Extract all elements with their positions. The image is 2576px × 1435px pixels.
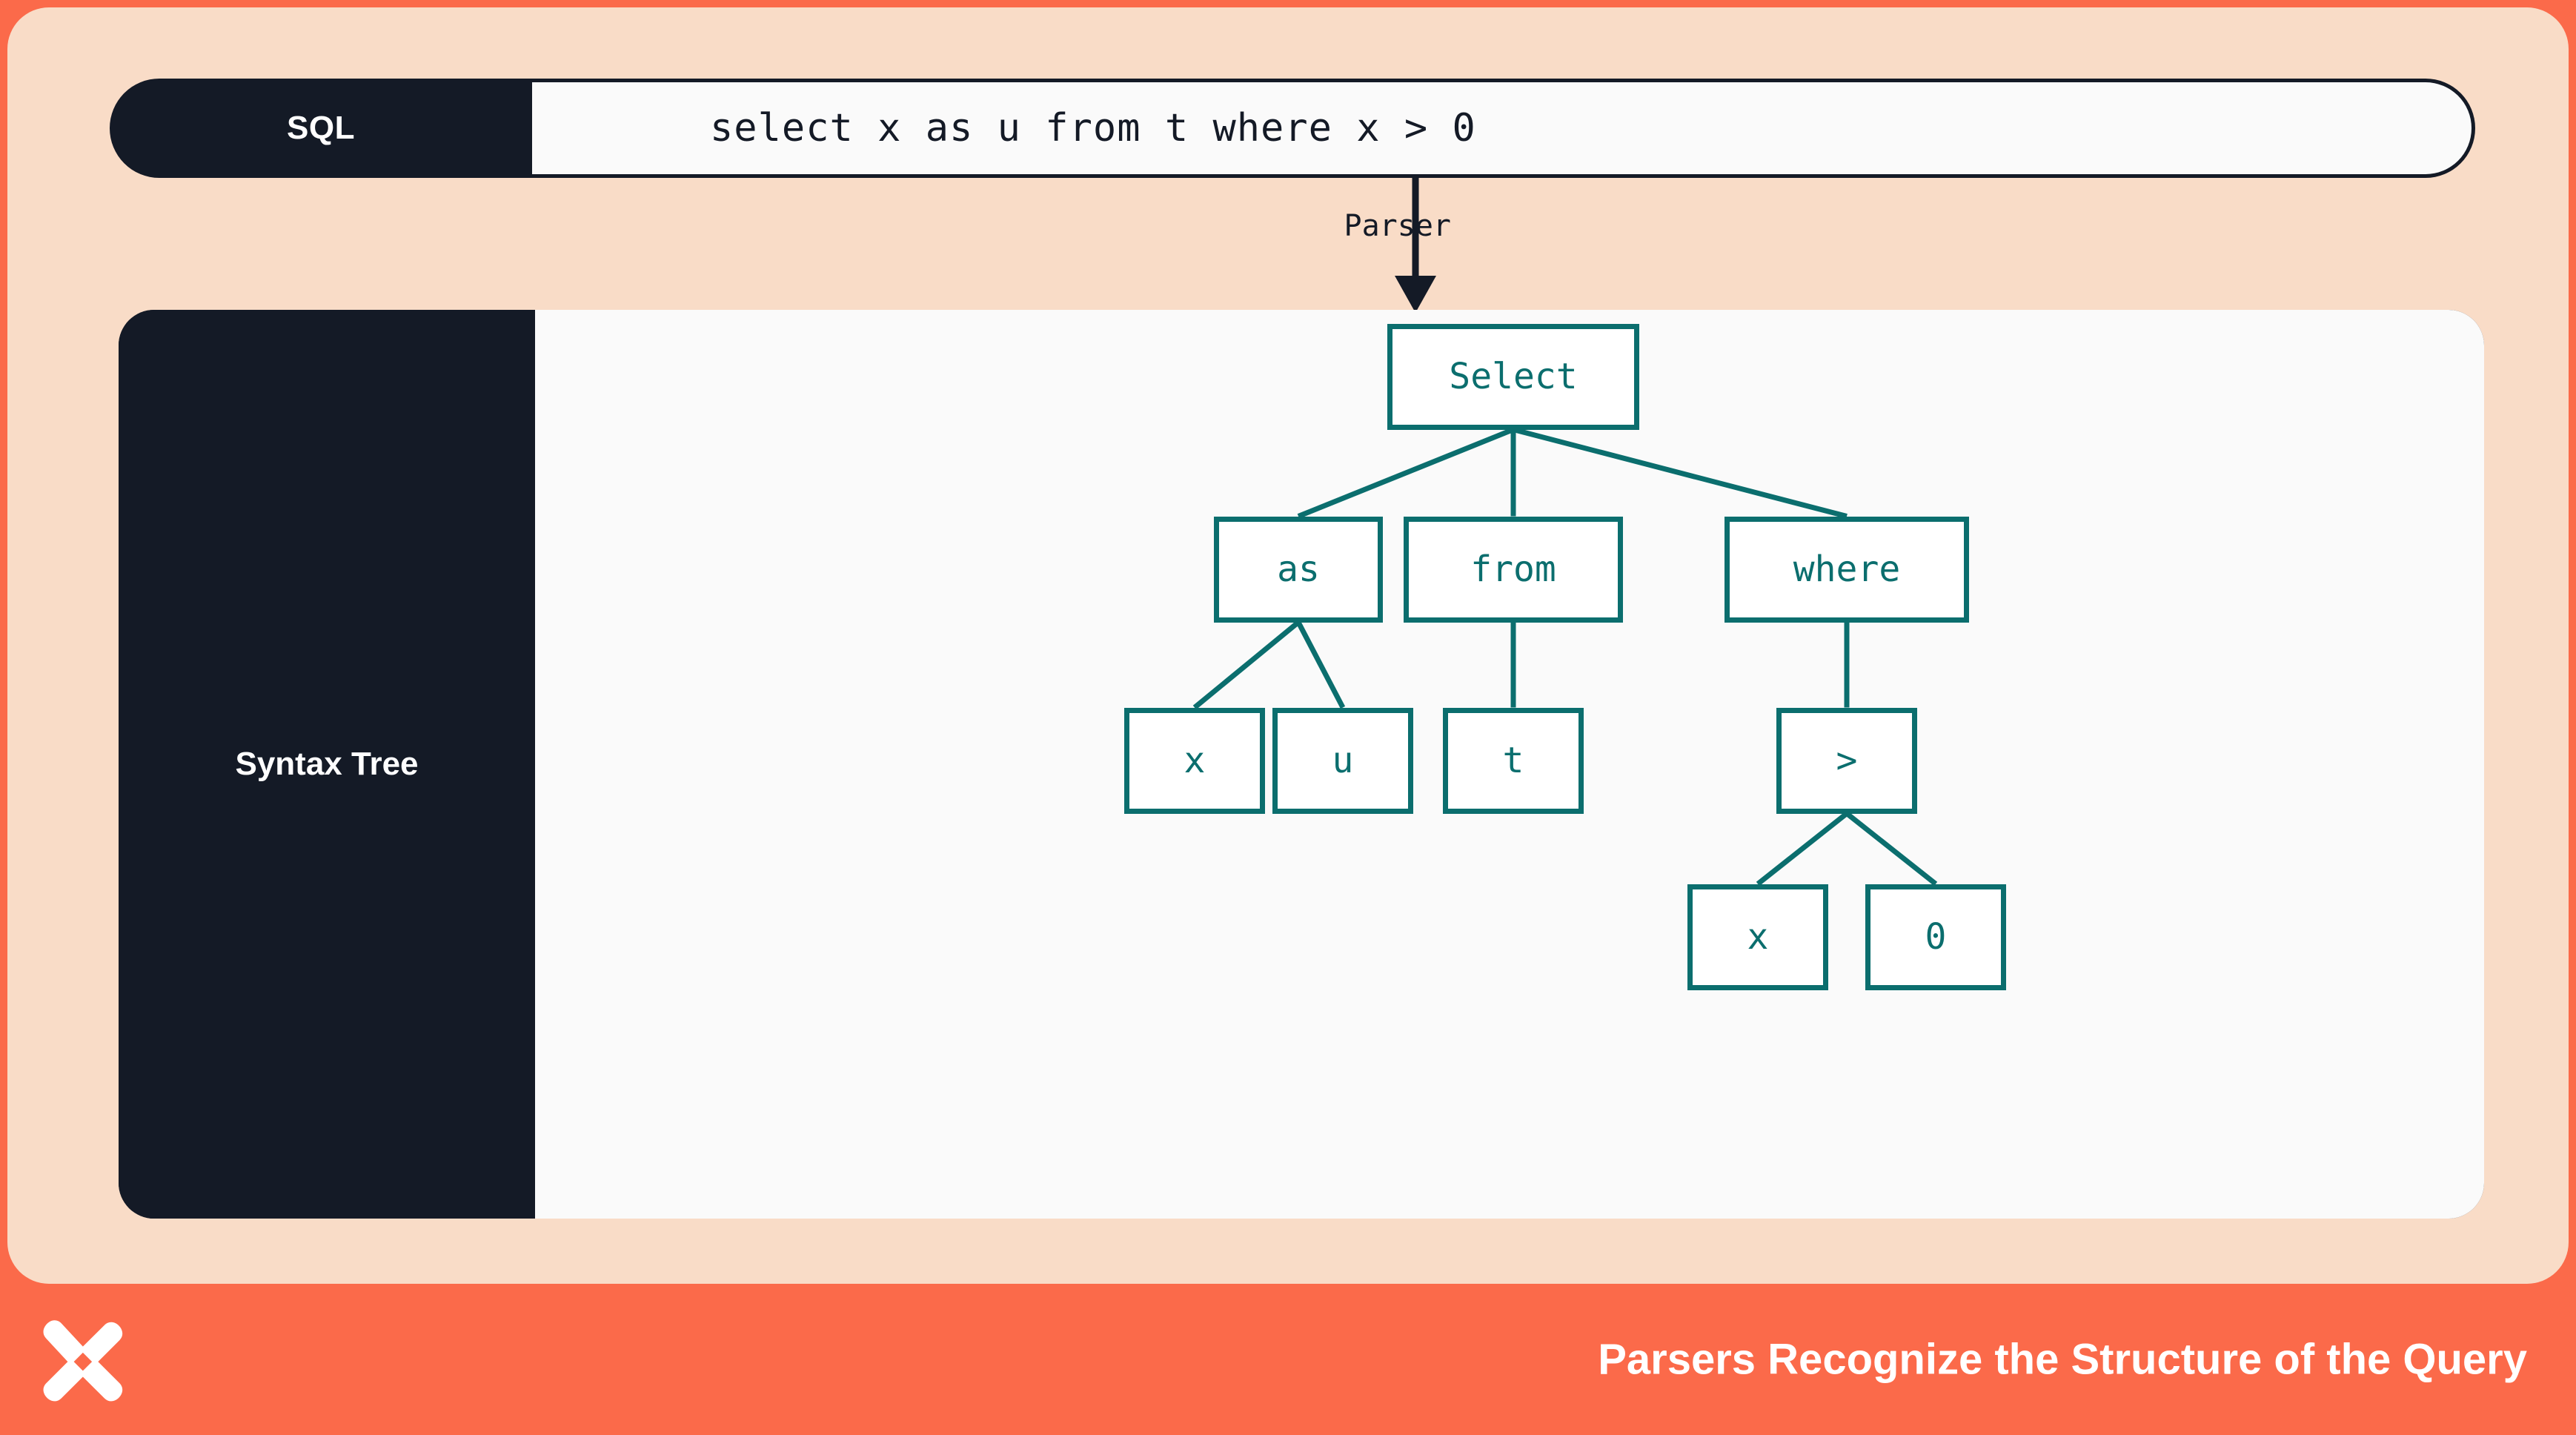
tree-node-label: t — [1502, 740, 1524, 781]
tree-node-gt[interactable]: > — [1776, 707, 1917, 814]
tree-node-label: where — [1793, 549, 1901, 590]
sql-query-text[interactable]: select x as u from t where x > 0 — [710, 106, 1476, 150]
footer-bar: Parsers Recognize the Structure of the Q… — [0, 1284, 2576, 1435]
tree-edge — [1513, 427, 1848, 519]
sql-label: SQL — [287, 110, 355, 146]
tree-node-label: x — [1747, 916, 1769, 958]
tree-node-gt_x[interactable]: x — [1687, 884, 1828, 990]
tree-node-as_x[interactable]: x — [1124, 707, 1265, 814]
syntax-tree-canvas: Select as from where x u t > x 0 — [535, 310, 2484, 1219]
tree-node-gt_0[interactable]: 0 — [1865, 884, 2006, 990]
parser-arrow-group: Parser — [1267, 178, 1504, 315]
tree-edge — [1295, 620, 1346, 709]
tree-node-from[interactable]: from — [1404, 516, 1623, 623]
sql-label-pill: SQL — [110, 79, 532, 178]
tree-edge — [1845, 811, 1938, 886]
sql-query-field[interactable]: select x as u from t where x > 0 — [532, 79, 2475, 178]
tree-edge — [1192, 620, 1301, 710]
tree-edge — [1756, 811, 1849, 886]
syntax-tree-panel: Syntax Tree Select as from where x u t > x 0 — [119, 310, 2484, 1219]
tree-edge — [1297, 427, 1515, 519]
tree-node-select[interactable]: Select — [1387, 323, 1639, 430]
tree-node-label: Select — [1449, 356, 1578, 397]
tree-node-label: u — [1332, 740, 1354, 781]
tree-node-label: 0 — [1925, 916, 1947, 958]
tree-node-label: x — [1184, 740, 1206, 781]
tree-node-label: from — [1470, 549, 1556, 590]
sql-row: SQL select x as u from t where x > 0 — [110, 79, 2475, 178]
tree-node-label: > — [1836, 740, 1858, 781]
x-mark-logo-icon — [43, 1320, 123, 1402]
tree-node-as[interactable]: as — [1214, 516, 1383, 623]
arrow-down-icon — [1395, 178, 1436, 313]
tree-node-as_u[interactable]: u — [1272, 707, 1413, 814]
tree-edge-layer — [1192, 427, 1938, 886]
footer-tagline: Parsers Recognize the Structure of the Q… — [1598, 1335, 2527, 1384]
content-card: SQL select x as u from t where x > 0 Par… — [7, 7, 2569, 1284]
syntax-tree-label: Syntax Tree — [235, 746, 419, 782]
tree-node-where[interactable]: where — [1724, 516, 1969, 623]
parser-label: Parser — [1344, 209, 1452, 243]
tree-node-from_t[interactable]: t — [1443, 707, 1584, 814]
syntax-tree-sidebar: Syntax Tree — [119, 310, 535, 1219]
tree-node-label: as — [1277, 549, 1320, 590]
